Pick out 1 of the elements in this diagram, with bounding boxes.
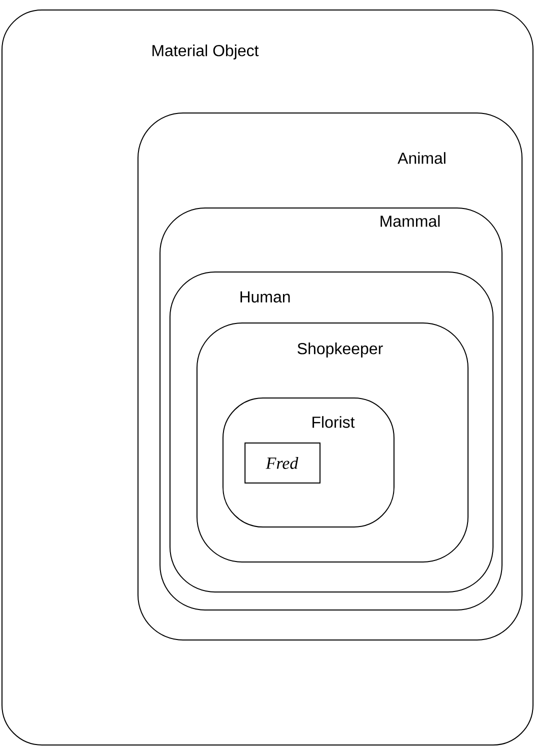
member-box: Fred (244, 442, 320, 484)
